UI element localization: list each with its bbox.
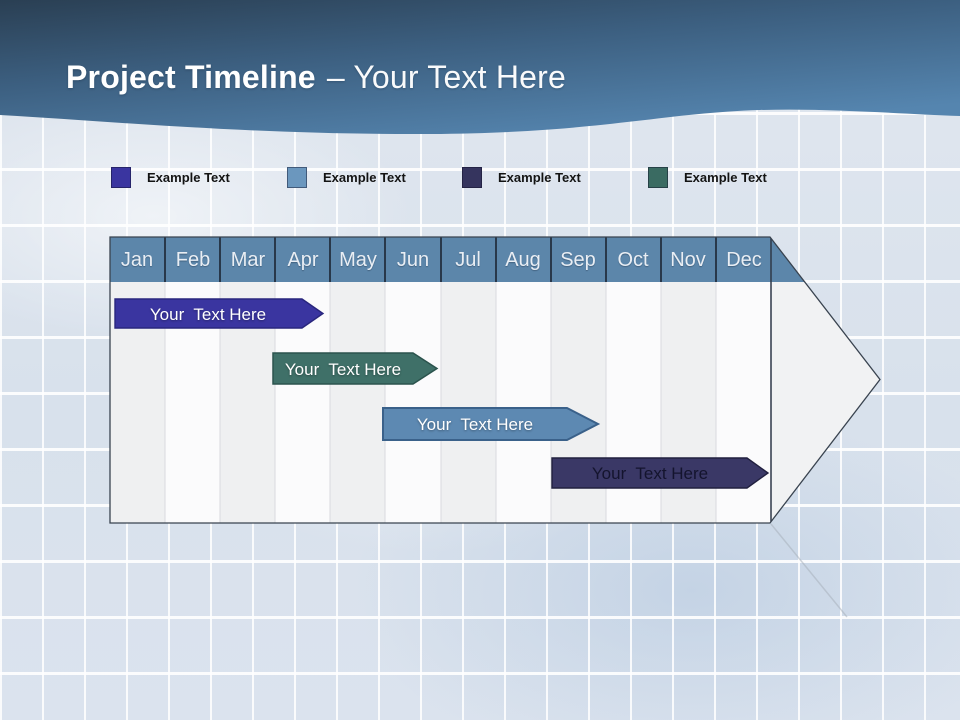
legend-item[interactable]: Example Text xyxy=(462,167,581,188)
title-bold-text: Project Timeline xyxy=(66,59,316,95)
legend-label: Example Text xyxy=(323,170,406,185)
timeline-bar-2[interactable]: Your Text Here xyxy=(272,352,439,385)
arrow-outline xyxy=(109,236,881,524)
bar-arrow-shape[interactable] xyxy=(272,352,439,385)
title-placeholder-text: – Your Text Here xyxy=(326,59,567,95)
bar-label[interactable]: Your Text Here xyxy=(285,360,401,379)
month-label: May xyxy=(339,249,377,271)
bar-label[interactable]: Your Text Here xyxy=(592,464,708,483)
legend-label: Example Text xyxy=(147,170,230,185)
month-label: Sep xyxy=(560,249,596,271)
arrow-head-fill xyxy=(771,282,880,523)
legend-label: Example Text xyxy=(498,170,581,185)
legend-swatch xyxy=(648,167,668,188)
month-label: Jan xyxy=(121,249,153,271)
month-header-labels: Jan Feb Mar Apr May Jun Jul Aug Sep Oct … xyxy=(121,249,762,271)
bar-arrow-shape[interactable] xyxy=(551,457,770,489)
month-header-band xyxy=(110,237,880,282)
legend-swatch xyxy=(462,167,482,188)
month-label: Nov xyxy=(670,249,706,271)
arrow-reflection-line xyxy=(770,523,848,618)
month-label: Oct xyxy=(617,249,649,271)
timeline-bar-4[interactable]: Your Text Here xyxy=(551,457,770,489)
bar-label[interactable]: Your Text Here xyxy=(150,305,266,324)
month-label: Mar xyxy=(231,249,266,271)
month-label: Jun xyxy=(397,249,429,271)
month-label: Aug xyxy=(505,249,541,271)
month-label: Dec xyxy=(726,249,762,271)
bar-arrow-shape[interactable] xyxy=(382,407,601,441)
legend-item[interactable]: Example Text xyxy=(648,167,767,188)
legend-item[interactable]: Example Text xyxy=(287,167,406,188)
legend-swatch xyxy=(287,167,307,188)
month-label: Apr xyxy=(287,249,318,271)
legend-item[interactable]: Example Text xyxy=(111,167,230,188)
month-label: Feb xyxy=(176,249,210,271)
header-wave-shape xyxy=(0,0,960,135)
bar-label[interactable]: Your Text Here xyxy=(417,415,533,434)
legend-label: Example Text xyxy=(684,170,767,185)
timeline-bar-3[interactable]: Your Text Here xyxy=(382,407,601,441)
bar-arrow-shape[interactable] xyxy=(114,298,325,329)
header-wave xyxy=(0,0,960,135)
header-separators xyxy=(164,237,717,282)
page-title[interactable]: Project Timeline – Your Text Here xyxy=(66,59,566,96)
column-gridlines xyxy=(164,282,717,523)
timeline-bar-1[interactable]: Your Text Here xyxy=(114,298,325,329)
month-label: Jul xyxy=(455,249,481,271)
legend-swatch xyxy=(111,167,131,188)
